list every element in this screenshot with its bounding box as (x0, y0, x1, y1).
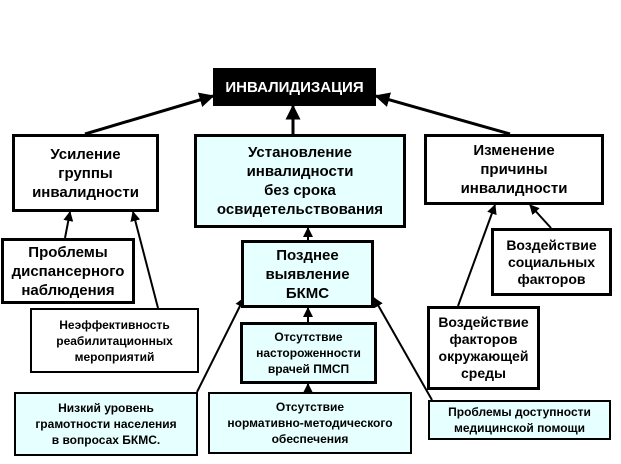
node-dispensary: Проблемы диспансерного наблюдения (1, 238, 135, 304)
arrow-environment-to-cause (457, 204, 497, 307)
node-social: Воздействие социальных факторов (491, 228, 612, 296)
arrow-dispensary-to-group (63, 211, 74, 239)
node-rehab: Неэффективность реабилитационных меропри… (30, 308, 199, 373)
arrow-access-to-late (373, 297, 433, 401)
node-normative: Отсутствие нормативно-методического обес… (208, 392, 412, 454)
node-access: Проблемы доступности медицинской помощи (428, 400, 611, 440)
node-group-increase: Усиление группы инвалидности (12, 134, 159, 212)
node-cause-change: Изменение причины инвалидности (424, 134, 604, 205)
arrow-rehab-to-group (130, 211, 159, 309)
node-literacy: Низкий уровень грамотности населения в в… (14, 392, 198, 456)
node-alertness: Отсутствие настороженности врачей ПМСП (240, 322, 377, 384)
node-indefinite: Установление инвалидности без срока осви… (194, 134, 406, 228)
node-environment: Воздействие факторов окружающей среды (427, 306, 540, 390)
arrow-group-to-root (84, 92, 215, 136)
arrow-cause-to-root (374, 92, 511, 136)
root-node: ИНВАЛИДИЗАЦИЯ (213, 68, 376, 106)
node-late-detection: Позднее выявление БКМС (241, 240, 374, 308)
arrow-literacy-to-late (196, 297, 245, 393)
arrow-social-to-cause (529, 204, 552, 229)
